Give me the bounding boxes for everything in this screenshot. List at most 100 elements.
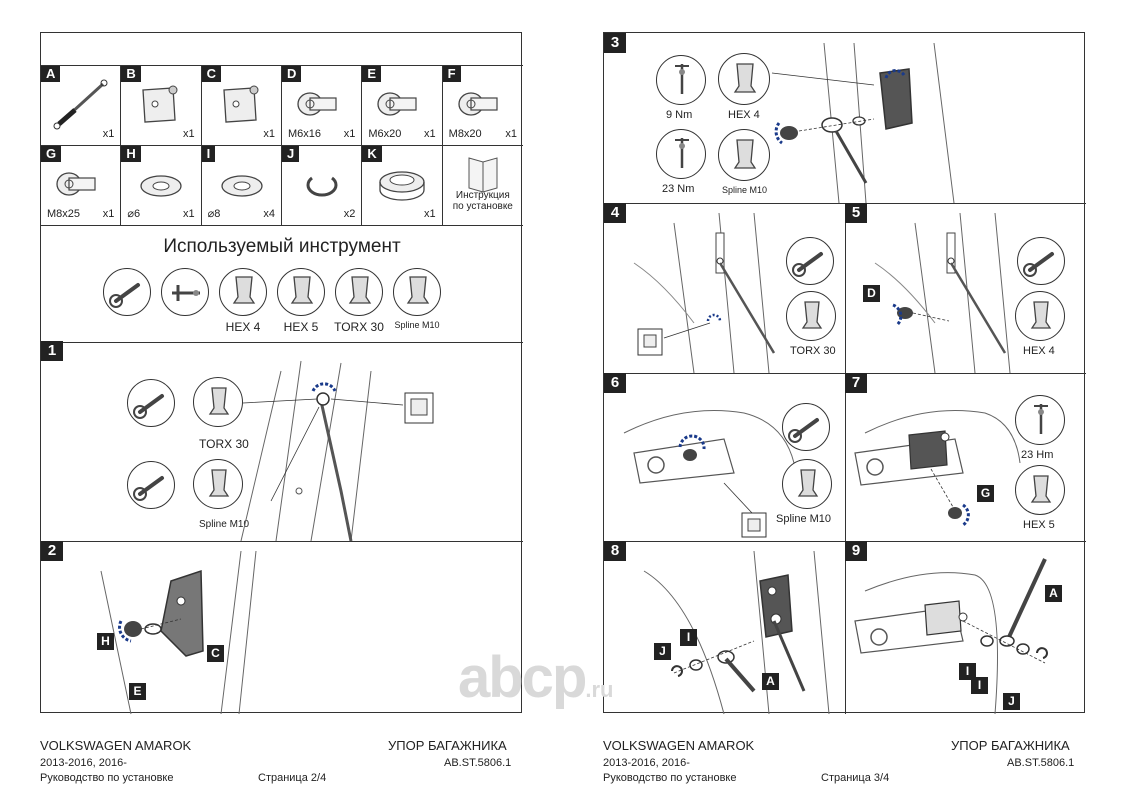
part-qty: x1 [424, 208, 436, 220]
abcp-watermark-logo: abcp.ru [458, 644, 614, 711]
step-7-panel: 7 G 23 Hm HEX 5 [845, 373, 1086, 542]
left-footer-years: 2013-2016, 2016- [40, 757, 127, 769]
tools-title: Используемый инструмент [163, 236, 401, 257]
clip-icon [306, 176, 338, 197]
torx-bit-icon [208, 387, 230, 415]
step-6-tool-label: Spline M10 [776, 513, 832, 525]
part-qty: x1 [424, 128, 436, 140]
spline-bit-icon [406, 276, 430, 304]
bolt-icon [56, 172, 96, 196]
step-4-panel: 4 TORX 30 [604, 203, 846, 374]
part-letter: I [201, 146, 216, 162]
callout-E: E [129, 683, 146, 700]
ratchet-tool-circle [127, 379, 175, 427]
callout-J-8: J [654, 643, 671, 660]
manual-booklet-icon [468, 157, 498, 193]
bolt-icon [377, 92, 417, 116]
part-letter: K [362, 146, 382, 162]
ratchet-icon [109, 283, 140, 308]
torx-circle-4 [786, 291, 836, 341]
step-6-number: 6 [604, 373, 626, 393]
hex-circle-5 [1015, 291, 1065, 341]
callout-C: C [207, 645, 224, 662]
part-qty: x1 [183, 208, 195, 220]
step-5-illustration [874, 212, 1011, 374]
bracket-plate-icon [222, 85, 259, 123]
left-footer-doc: Руководство по установке [40, 772, 174, 784]
tool-label-2: HEX 4 [225, 320, 261, 334]
callout-H: H [97, 633, 114, 650]
torque-wrench-icon [172, 285, 200, 301]
part-qty: x1 [183, 128, 195, 140]
step-3-illustration [771, 42, 955, 204]
right-page: 3 9 Nm HEX 4 23 Nm Spline M10 [603, 32, 1086, 715]
tool-circle-2 [219, 268, 267, 316]
ratchet-icon [133, 394, 164, 419]
hex-bit-icon [290, 276, 314, 304]
gas-strut-icon [53, 79, 108, 130]
washer-icon [221, 175, 263, 197]
bracket-plate-icon [142, 85, 178, 123]
torx-bit-icon [348, 276, 372, 304]
part-letter: C [201, 66, 222, 82]
tool-label-3: HEX 5 [283, 320, 319, 334]
callout-I-9b: I [971, 677, 988, 694]
step-3-torque-2: 23 Nm [662, 183, 695, 195]
step-6-panel: 6 Spline M10 [604, 373, 846, 542]
ratchet-circle-6 [782, 403, 830, 451]
part-qty: x1 [263, 128, 275, 140]
manual-label: Инструкция по установке [452, 190, 513, 212]
part-size: ⌀8 [207, 208, 221, 220]
hex-bit-icon [733, 63, 757, 93]
ratchet-circle-4 [786, 237, 834, 285]
step-7-torque: 23 Hm [1021, 449, 1054, 461]
part-cell-manual: Инструкция по установке [442, 146, 523, 226]
step-8-number: 8 [604, 541, 626, 561]
step-3-tool-1: HEX 4 [728, 109, 760, 121]
part-size: M6x20 [368, 128, 402, 140]
part-letter: H [121, 146, 141, 162]
callout-G: G [977, 485, 994, 502]
torque-wrench-icon [675, 64, 689, 94]
part-size: M8x20 [448, 128, 482, 140]
part-qty: x1 [343, 128, 356, 140]
tool-circle-4 [335, 268, 383, 316]
step-7-illustration [854, 410, 1021, 527]
ratchet-circle-5 [1017, 237, 1065, 285]
step-8-illustration [643, 550, 830, 715]
spline-bit-circle-3 [718, 129, 770, 181]
callout-A-9: A [1045, 585, 1062, 602]
spline-circle-6 [782, 459, 832, 509]
part-qty: x2 [343, 208, 356, 220]
grommet-icon [379, 171, 425, 201]
ratchet-tool-circle-2 [127, 461, 175, 509]
part-qty: x1 [102, 128, 115, 140]
step-4-tool-label: TORX 30 [790, 345, 836, 357]
ratchet-icon [792, 252, 823, 277]
part-size: M8x25 [47, 208, 81, 220]
step-3-number: 3 [604, 33, 626, 53]
bolt-icon [458, 92, 498, 116]
spline-bit-circle [193, 459, 243, 509]
hex-bit-icon [1030, 301, 1052, 329]
step-5-panel: 5 D HEX 4 [845, 203, 1086, 374]
torque-wrench-icon [675, 138, 689, 168]
hex-circle-7 [1015, 465, 1065, 515]
step-2-illustration [100, 550, 257, 715]
ratchet-icon [1023, 252, 1054, 277]
torx-bit-icon [801, 301, 823, 329]
right-footer-brand: VOLKSWAGEN AMAROK [603, 738, 755, 753]
step-2-number: 2 [41, 541, 63, 561]
torque-wrench-circle-7 [1015, 395, 1065, 445]
tool-circle-3 [277, 268, 325, 316]
right-footer-page: Страница 3/4 [821, 772, 890, 784]
part-letter: D [282, 66, 302, 82]
ratchet-icon [788, 418, 819, 443]
